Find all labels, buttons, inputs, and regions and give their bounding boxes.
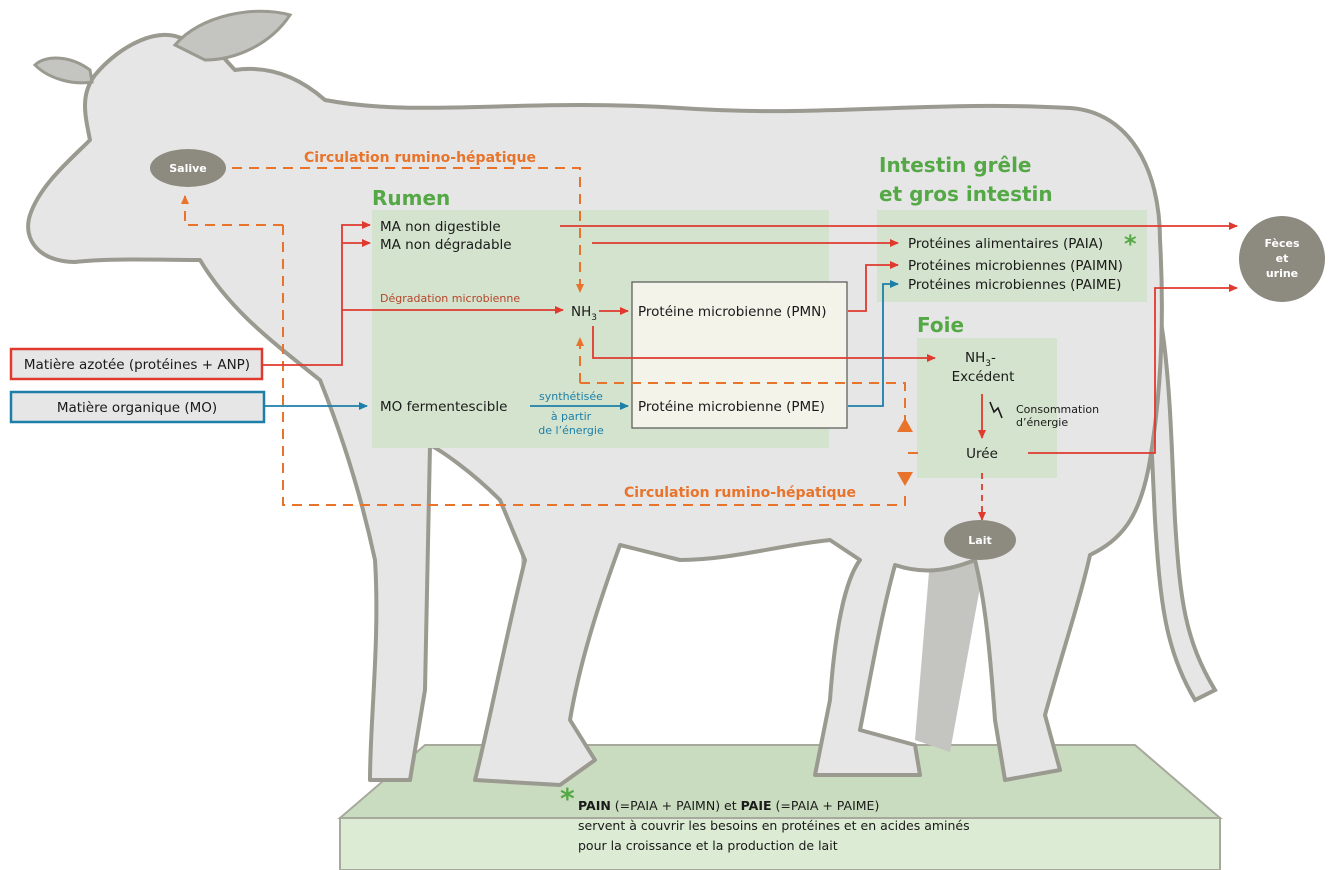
svg-text:Matière organique (MO): Matière organique (MO) xyxy=(57,400,217,416)
intestin-title-line2: et gros intestin xyxy=(879,182,1053,206)
footnote-asterisk: * xyxy=(560,782,575,815)
circulation-label-bottom: Circulation rumino-hépatique xyxy=(624,485,856,501)
matiere-organique-box: Matière organique (MO) xyxy=(11,392,264,422)
lait-node: Lait xyxy=(944,520,1016,560)
svg-text:Lait: Lait xyxy=(968,534,991,547)
matiere-azotee-box: Matière azotée (protéines + ANP) xyxy=(11,349,262,379)
footnote-line2: servent à couvrir les besoins en protéin… xyxy=(578,818,970,833)
feces-urine-node: Fèces et urine xyxy=(1239,216,1325,302)
svg-text:à partir: à partir xyxy=(551,410,592,423)
uree-label: Urée xyxy=(966,446,998,462)
paimn-label: Protéines microbiennes (PAIMN) xyxy=(908,258,1123,274)
ma-non-degradable-label: MA non dégradable xyxy=(380,237,512,253)
pmn-label: Protéine microbienne (PMN) xyxy=(638,304,827,320)
paia-asterisk: * xyxy=(1124,230,1137,258)
svg-text:Matière azotée (protéines + AN: Matière azotée (protéines + ANP) xyxy=(24,357,250,373)
paia-label: Protéines alimentaires (PAIA) xyxy=(908,236,1103,252)
rumen-title: Rumen xyxy=(372,186,450,210)
svg-text:et: et xyxy=(1276,252,1289,265)
consommation-line2: d’énergie xyxy=(1016,416,1068,429)
salive-node: Salive xyxy=(150,149,226,187)
foie-title: Foie xyxy=(917,313,964,337)
footnote-line1: PAIN (=PAIA + PAIMN) et PAIE (=PAIA + PA… xyxy=(578,798,879,813)
degradation-label: Dégradation microbienne xyxy=(380,292,520,305)
svg-text:Fèces: Fèces xyxy=(1264,237,1300,250)
footnote-line3: pour la croissance et la production de l… xyxy=(578,838,838,853)
svg-text:de l’énergie: de l’énergie xyxy=(538,424,604,437)
mo-fermentescible-label: MO fermentescible xyxy=(380,399,507,415)
consommation-line1: Consommation xyxy=(1016,403,1099,416)
pme-label: Protéine microbienne (PME) xyxy=(638,399,825,415)
paime-label: Protéines microbiennes (PAIME) xyxy=(908,277,1121,293)
nh3-excedent-line2: Excédent xyxy=(952,369,1015,385)
intestin-title-line1: Intestin grêle xyxy=(879,153,1032,177)
svg-text:urine: urine xyxy=(1266,267,1298,280)
circulation-label-top: Circulation rumino-hépatique xyxy=(304,150,536,166)
svg-text:synthétisée: synthétisée xyxy=(539,390,603,403)
ma-non-digestible-label: MA non digestible xyxy=(380,219,501,235)
svg-text:Salive: Salive xyxy=(169,162,207,175)
